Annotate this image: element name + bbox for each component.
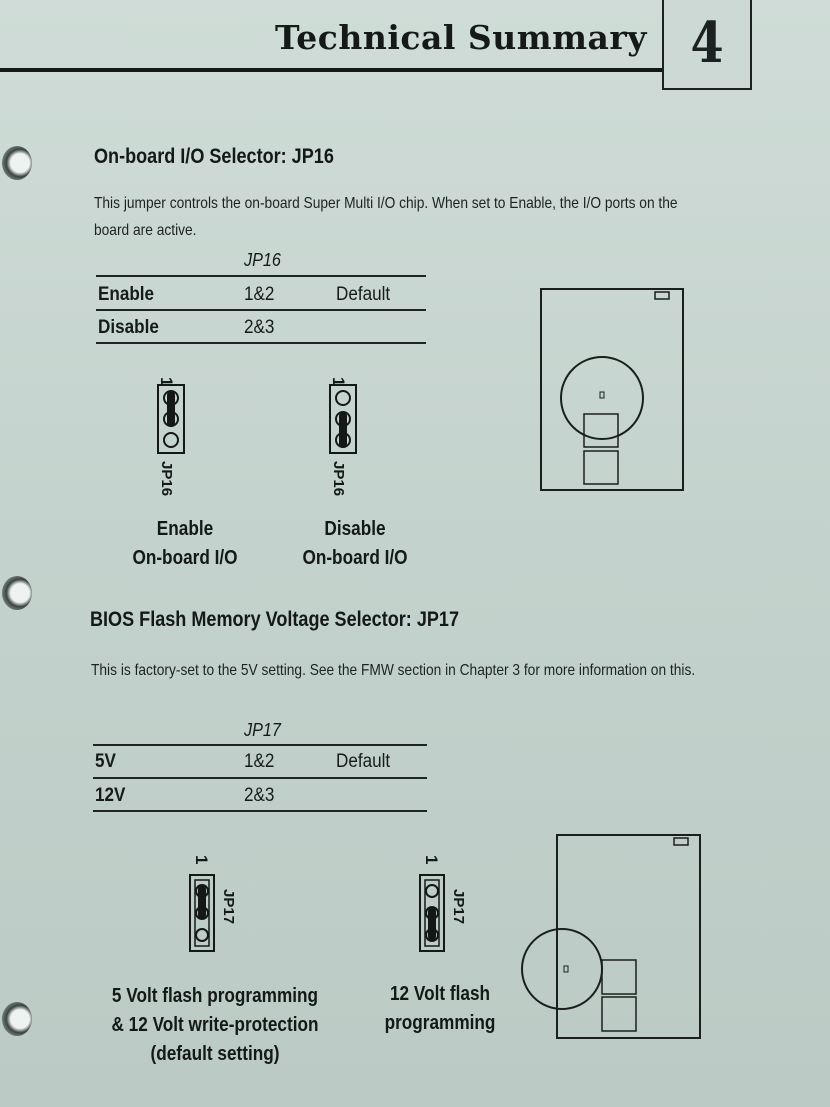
table-rule — [93, 744, 427, 746]
table-cell-pins: 1&2 — [244, 751, 275, 772]
jp17-12v-jumper-diagram: 1 JP17 — [419, 855, 467, 952]
section-description-jp17: This is factory-set to the 5V setting. S… — [91, 662, 696, 679]
table-rule — [93, 777, 427, 779]
caption-disable: Disable On-board I/O — [291, 515, 420, 573]
jumper-name-label: JP17 — [450, 889, 467, 924]
chapter-number: 4 — [690, 10, 724, 76]
caption-line: Enable — [156, 518, 214, 540]
caption-line: programming — [384, 1012, 496, 1034]
caption-line: & 12 Volt write-protection — [111, 1014, 319, 1036]
table-cell-setting: 12V — [95, 785, 126, 806]
caption-line: 12 Volt flash — [389, 983, 491, 1005]
table-cell-setting: Enable — [98, 284, 155, 305]
table-cell-note: Default — [336, 284, 391, 305]
page-title: Technical Summary — [275, 18, 647, 57]
binder-hole-icon — [2, 1002, 32, 1036]
caption-line: Disable — [324, 518, 386, 540]
section-heading-jp16: On-board I/O Selector: JP16 — [94, 145, 334, 168]
table-rule — [96, 275, 426, 277]
table-column-header: JP17 — [244, 720, 281, 740]
pin1-label: 1 — [192, 855, 211, 864]
table-rule — [93, 810, 427, 812]
caption-line: On-board I/O — [132, 547, 238, 569]
caption-5v: 5 Volt flash programming & 12 Volt write… — [90, 982, 339, 1069]
table-cell-setting: Disable — [98, 317, 159, 338]
jp16-disable-jumper-diagram: 1 JP16 — [329, 377, 357, 496]
jp17-5v-jumper-diagram: 1 JP17 — [189, 855, 237, 952]
pin1-label: 1 — [329, 377, 348, 386]
jp17-board-location-diagram — [521, 834, 701, 1039]
table-cell-pins: 2&3 — [244, 785, 275, 806]
caption-12v: 12 Volt flash programming — [371, 980, 509, 1038]
binder-hole-icon — [2, 146, 32, 180]
caption-line: (default setting) — [150, 1043, 280, 1065]
caption-enable: Enable On-board I/O — [121, 515, 250, 573]
caption-line: 5 Volt flash programming — [111, 985, 319, 1007]
chapter-tab: 4 — [662, 0, 752, 90]
pin1-label: 1 — [157, 377, 176, 386]
jp16-enable-jumper-diagram: 1 JP16 — [157, 377, 185, 496]
pin1-label: 1 — [422, 855, 441, 864]
caption-line: On-board I/O — [302, 547, 408, 569]
table-column-header: JP16 — [244, 250, 281, 270]
section-heading-jp17: BIOS Flash Memory Voltage Selector: JP17 — [90, 608, 460, 631]
table-rule — [96, 342, 426, 344]
section-description-jp16: This jumper controls the on-board Super … — [94, 195, 678, 239]
jumper-name-label: JP16 — [330, 461, 347, 496]
jumper-name-label: JP16 — [158, 461, 175, 496]
header-rule — [0, 68, 664, 72]
jp16-board-location-diagram — [540, 288, 684, 491]
table-cell-setting: 5V — [95, 751, 116, 772]
table-cell-note: Default — [336, 751, 391, 772]
jumper-name-label: JP17 — [220, 889, 237, 924]
binder-hole-icon — [2, 576, 32, 610]
table-cell-pins: 2&3 — [244, 317, 275, 338]
table-rule — [96, 309, 426, 311]
table-cell-pins: 1&2 — [244, 284, 275, 305]
